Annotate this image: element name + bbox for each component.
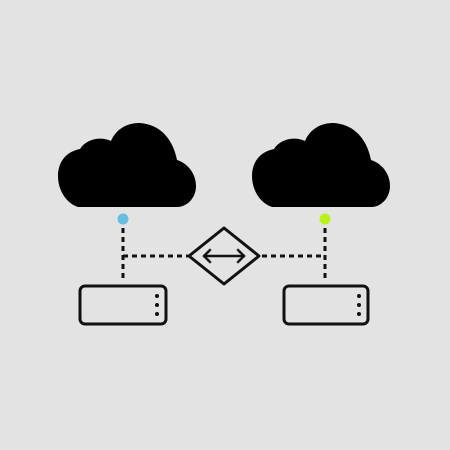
left-cloud-icon [58, 123, 196, 207]
bidirectional-arrow-icon [202, 248, 246, 264]
right-server-icon [282, 284, 370, 326]
left-server-icon [78, 284, 168, 326]
right-status-dot [319, 213, 331, 225]
left-status-dot [117, 213, 129, 225]
right-cloud-icon [252, 123, 390, 207]
connection-lines [121, 228, 327, 281]
